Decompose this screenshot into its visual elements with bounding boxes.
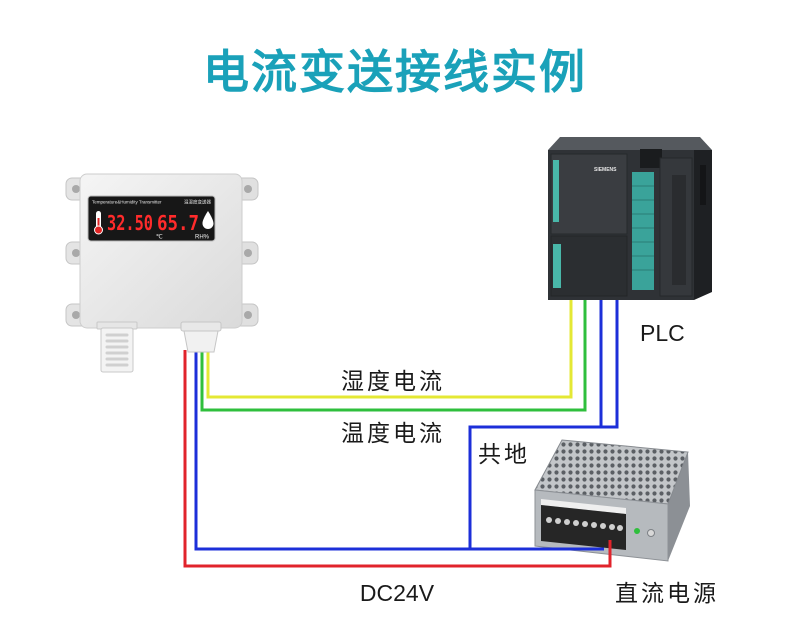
- plc-top-face: [548, 137, 712, 150]
- sensor-probe: [96, 321, 138, 373]
- cable-gland: [180, 321, 222, 353]
- display-screen: [87, 195, 216, 242]
- screw-hole: [72, 249, 80, 257]
- terminal-label-strip: [541, 499, 626, 514]
- screw-hole: [72, 185, 80, 193]
- plc-label: PLC: [640, 320, 685, 346]
- droplet-icon: [202, 211, 214, 229]
- plc-brand-logo: SIEMENS: [594, 167, 617, 173]
- terminal-screw: [600, 523, 606, 529]
- temperature-humidity-transmitter: Temperature&Humidity Transmitter 温湿度变送器 …: [65, 173, 259, 373]
- humidity-reading: 65.7: [157, 211, 199, 235]
- gland-body: [183, 330, 219, 353]
- screw-hole: [244, 249, 252, 257]
- terminal-screw: [573, 520, 579, 526]
- io-connector: [672, 175, 686, 285]
- terminal-screw: [609, 524, 615, 530]
- screw-hole: [244, 185, 252, 193]
- temperature-current-label: 温度电流: [341, 420, 445, 446]
- plc-status-window: [640, 149, 662, 168]
- thermometer-icon: [94, 211, 103, 235]
- power-led: [634, 528, 640, 534]
- supply-negative-wire: [194, 350, 604, 551]
- supply-voltage-label: DC24V: [360, 580, 435, 606]
- terminal-screw: [591, 522, 597, 528]
- display-panel: Temperature&Humidity Transmitter 温湿度变送器 …: [87, 195, 216, 242]
- terminal-screw: [564, 519, 570, 525]
- display-header-cn: 温湿度变送器: [184, 199, 211, 206]
- terminal-screw: [546, 517, 552, 523]
- screw-hole: [244, 311, 252, 319]
- temperature-reading: 32.50: [107, 211, 153, 235]
- temperature-unit: ℃: [156, 235, 163, 241]
- supply-positive-wire: [183, 350, 612, 568]
- gland-nut: [180, 321, 222, 332]
- cpu-status-strip: [553, 160, 559, 222]
- plc-side-vent: [700, 165, 706, 205]
- screw-hole: [72, 311, 80, 319]
- page-title: 电流变送接线实例: [203, 46, 587, 98]
- display-header-en: Temperature&Humidity Transmitter: [92, 200, 162, 205]
- plc-side: [694, 150, 712, 300]
- humidity-current-wire: [206, 295, 573, 399]
- voltage-adjust-knob: [647, 529, 655, 537]
- terminal-screw: [582, 521, 588, 527]
- probe-shell: [100, 327, 134, 373]
- psu-right-side: [668, 452, 690, 561]
- common-ground-label: 共地: [478, 441, 530, 467]
- power-supply-label: 直流电源: [615, 580, 719, 606]
- terminal-block: [541, 505, 626, 550]
- io-module-strip: [632, 172, 654, 290]
- plc-common-wire-b: [468, 295, 619, 549]
- dc-power-supply: [534, 439, 690, 562]
- humidity-current-label: 湿度电流: [341, 368, 445, 394]
- cpu-upper-panel: [550, 153, 628, 235]
- terminal-screw: [617, 525, 623, 531]
- cpu-led-strip: [553, 244, 561, 288]
- siemens-plc: SIEMENS: [548, 137, 712, 300]
- wires: [183, 295, 619, 568]
- humidity-unit: RH%: [195, 235, 210, 241]
- temperature-current-wire: [200, 295, 587, 412]
- cpu-lower-panel: [550, 235, 628, 297]
- terminal-screw: [555, 518, 561, 524]
